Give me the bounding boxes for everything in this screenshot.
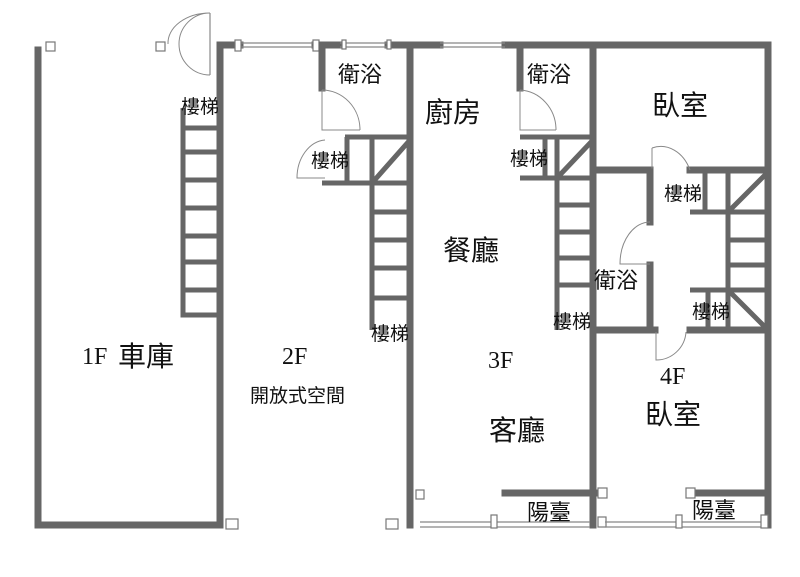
label-3f-balcony: 陽臺 bbox=[527, 501, 571, 526]
label-living: 客廳 bbox=[489, 414, 545, 447]
label-open-space: 開放式空間 bbox=[250, 385, 345, 407]
label-4f-bath: 衛浴 bbox=[594, 269, 638, 294]
label-4f-balcony: 陽臺 bbox=[692, 499, 736, 524]
stair-3f bbox=[520, 134, 595, 330]
stair-1f bbox=[180, 108, 218, 318]
floor-2 bbox=[216, 39, 414, 530]
stair-4f bbox=[690, 170, 770, 332]
stair-2f bbox=[322, 134, 412, 330]
label-1f-level: 1F bbox=[82, 344, 107, 370]
label-2f-stair-bottom: 樓梯 bbox=[371, 323, 409, 345]
label-3f-stair-top: 樓梯 bbox=[510, 148, 548, 170]
label-3f-level: 3F bbox=[488, 348, 513, 374]
label-garage: 車庫 bbox=[118, 340, 174, 373]
label-dining: 餐廳 bbox=[443, 234, 499, 267]
label-2f-stair-top: 樓梯 bbox=[311, 150, 349, 172]
label-2f-bath: 衛浴 bbox=[338, 63, 382, 88]
label-bedroom-top: 臥室 bbox=[652, 89, 708, 122]
floor-4 bbox=[589, 41, 772, 529]
floor-1 bbox=[34, 12, 239, 530]
label-4f-stair-top: 樓梯 bbox=[664, 183, 702, 205]
label-bedroom-bottom: 臥室 bbox=[645, 398, 701, 431]
label-2f-level: 2F bbox=[282, 344, 307, 370]
label-1f-stair: 樓梯 bbox=[181, 96, 219, 118]
label-3f-stair-bottom: 樓梯 bbox=[553, 311, 591, 333]
label-4f-level: 4F bbox=[660, 364, 685, 390]
label-4f-stair-bottom: 樓梯 bbox=[692, 301, 730, 323]
label-kitchen: 廚房 bbox=[425, 96, 481, 129]
label-3f-bath: 衛浴 bbox=[527, 63, 571, 88]
floor-3 bbox=[406, 41, 608, 529]
